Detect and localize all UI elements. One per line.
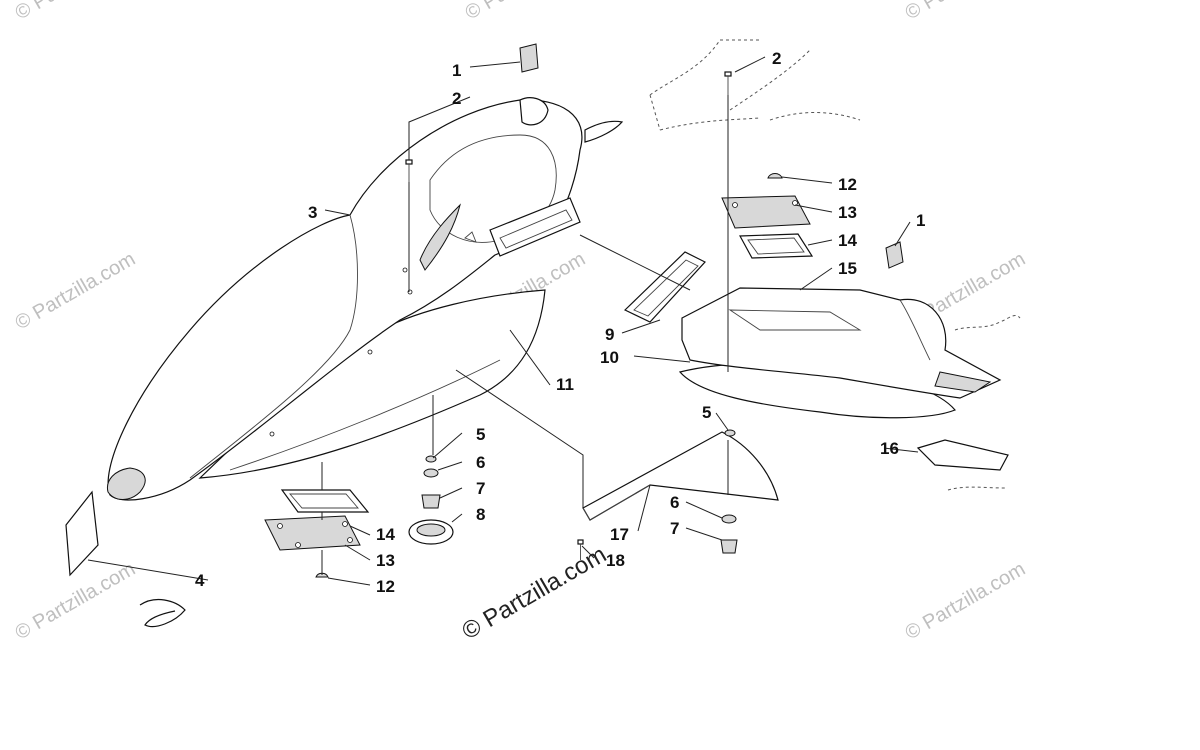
callout-9: 9 — [605, 325, 614, 344]
hood-assembly — [106, 97, 624, 501]
left-intake-set — [264, 489, 370, 578]
callout-18: 18 — [606, 551, 625, 570]
seat-base-assembly — [623, 71, 1009, 554]
callout-17: 17 — [610, 525, 629, 544]
seal-ring-part — [280, 489, 370, 513]
screw-part — [724, 71, 732, 77]
callout-7: 7 — [476, 479, 485, 498]
mounting-plate-part — [264, 515, 361, 551]
decal-part — [916, 439, 1009, 471]
leader-lines — [87, 56, 919, 586]
track-outline — [649, 39, 861, 131]
hood-shell-part — [107, 99, 583, 501]
watermark-text: © Partzilla.com — [12, 248, 140, 334]
center-watermark: © Partzilla.com — [458, 541, 612, 645]
callout-3: 3 — [308, 203, 317, 222]
callout-labels: 1 2 3 4 5 6 7 8 9 10 11 14 13 12 2 12 13… — [195, 49, 925, 596]
callout-6: 6 — [476, 453, 485, 472]
callout-11: 11 — [556, 375, 574, 394]
callout-14: 14 — [838, 231, 857, 250]
grommet-stack — [408, 455, 454, 545]
tunnel-base-part — [681, 287, 1002, 399]
callout-1: 1 — [452, 61, 461, 80]
callout-12: 12 — [376, 577, 395, 596]
grip-pad-part — [519, 43, 539, 73]
callout-13: 13 — [838, 203, 857, 222]
callout-2: 2 — [772, 49, 781, 68]
callout-13: 13 — [376, 551, 395, 570]
callout-8: 8 — [476, 505, 485, 524]
callout-5: 5 — [476, 425, 485, 444]
watermark-text: © Partzilla.com — [462, 0, 590, 24]
callout-12: 12 — [838, 175, 857, 194]
callout-16: 16 — [880, 439, 899, 458]
watermark-text: © Partzilla.com — [902, 0, 1030, 24]
rivet-part — [767, 173, 783, 179]
callout-5: 5 — [702, 403, 711, 422]
callout-7: 7 — [670, 519, 679, 538]
callout-6: 6 — [670, 493, 679, 512]
rivet-part — [315, 572, 329, 578]
grip-pad-part — [885, 241, 904, 269]
gasket-part — [623, 251, 706, 323]
seal-ring-part — [739, 233, 814, 259]
callout-14: 14 — [376, 525, 395, 544]
callout-10: 10 — [600, 348, 619, 367]
mounting-plate-part — [721, 195, 811, 229]
callout-15: 15 — [838, 259, 857, 278]
watermark-text: © Partzilla.com — [902, 558, 1030, 644]
watermark-text: © Partzilla.com — [12, 558, 140, 644]
callout-2: 2 — [452, 89, 461, 108]
hair-pin-clip-part — [139, 598, 186, 628]
callout-4: 4 — [195, 571, 205, 590]
decal-part — [65, 490, 99, 577]
callout-1: 1 — [916, 211, 925, 230]
watermark-text: © Partzilla.com — [12, 0, 140, 24]
